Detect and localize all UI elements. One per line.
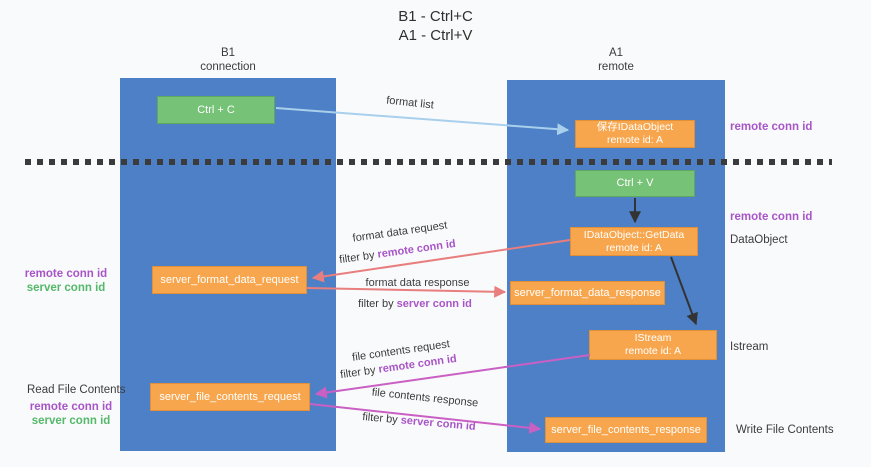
title-line-b1: B1 - Ctrl+C (398, 8, 473, 25)
node-file-response-label: server_file_contents_response (551, 423, 701, 436)
node-server-file-contents-request: server_file_contents_request (150, 383, 310, 411)
filter-prefix: filter by (358, 298, 394, 310)
label-group-file-conn-ids: remote conn id server conn id (25, 400, 117, 428)
lane-b1-name: B1 (220, 47, 236, 59)
node-istream-line2: remote id: A (624, 345, 682, 357)
lane-header-a1: A1 remote (507, 46, 725, 74)
node-server-file-contents-response: server_file_contents_response (545, 417, 707, 443)
annotation-file-contents-response: file contents response (371, 386, 479, 410)
diagram-title: B1 - Ctrl+C A1 - Ctrl+V (0, 7, 871, 45)
label-dataobject: DataObject (730, 234, 788, 246)
label-write-file-contents: Write File Contents (736, 424, 834, 436)
node-getdata-line2: remote id: A (605, 241, 663, 254)
label-server-conn-id-left1: server conn id (26, 282, 106, 294)
lane-b1-role: connection (200, 61, 256, 73)
annotation-filter-server-conn-1: filter by server conn id (345, 298, 485, 310)
copy-paste-divider-dashed-line (25, 159, 832, 165)
lane-a1-name: A1 (608, 47, 624, 59)
node-ctrl-v: Ctrl + V (575, 170, 695, 197)
node-format-request-label: server_format_data_request (160, 273, 299, 286)
filter-key-server-conn-id: server conn id (400, 414, 477, 433)
filter-key-remote-conn-id: remote conn id (376, 237, 457, 261)
node-ctrl-c: Ctrl + C (157, 96, 275, 124)
label-server-conn-id-left2: server conn id (31, 415, 111, 427)
node-idataobject-getdata: IDataObject::GetData remote id: A (570, 227, 698, 256)
node-ctrl-v-label: Ctrl + V (616, 177, 654, 189)
lane-a1-role: remote (598, 61, 634, 73)
node-server-format-data-response: server_format_data_response (510, 281, 665, 305)
annotation-format-data-response: format data response (365, 277, 470, 289)
node-file-request-label: server_file_contents_request (159, 390, 301, 403)
filter-key-server-conn-id: server conn id (396, 298, 472, 310)
node-save-idataobject-line1: 保存IDataObject (596, 121, 674, 133)
filter-prefix: filter by (361, 411, 399, 427)
node-save-idataobject-line2: remote id: A (606, 134, 664, 146)
filter-prefix: filter by (338, 249, 376, 267)
title-line-a1: A1 - Ctrl+V (398, 27, 473, 44)
filter-prefix: filter by (339, 364, 377, 382)
node-format-response-label: server_format_data_response (514, 286, 661, 299)
node-istream: IStream remote id: A (589, 330, 717, 360)
label-remote-conn-id-mid: remote conn id (730, 211, 813, 223)
label-group-format-conn-ids: remote conn id server conn id (18, 267, 114, 295)
label-remote-conn-id-left2: remote conn id (29, 401, 113, 413)
node-ctrl-c-label: Ctrl + C (197, 103, 235, 116)
node-getdata-line1: IDataObject::GetData (583, 228, 685, 241)
label-istream: Istream (730, 341, 769, 353)
node-server-format-data-request: server_format_data_request (152, 266, 307, 294)
annotation-filter-server-conn-2: filter by server conn id (348, 410, 491, 434)
node-save-idataobject: 保存IDataObject remote id: A (575, 120, 695, 148)
label-remote-conn-id-top: remote conn id (730, 121, 813, 133)
label-read-file-contents: Read File Contents (27, 384, 126, 396)
node-istream-line1: IStream (634, 332, 672, 344)
lane-header-b1: B1 connection (120, 46, 336, 74)
annotation-format-list: format list (385, 94, 435, 112)
label-remote-conn-id-left1: remote conn id (24, 268, 108, 280)
